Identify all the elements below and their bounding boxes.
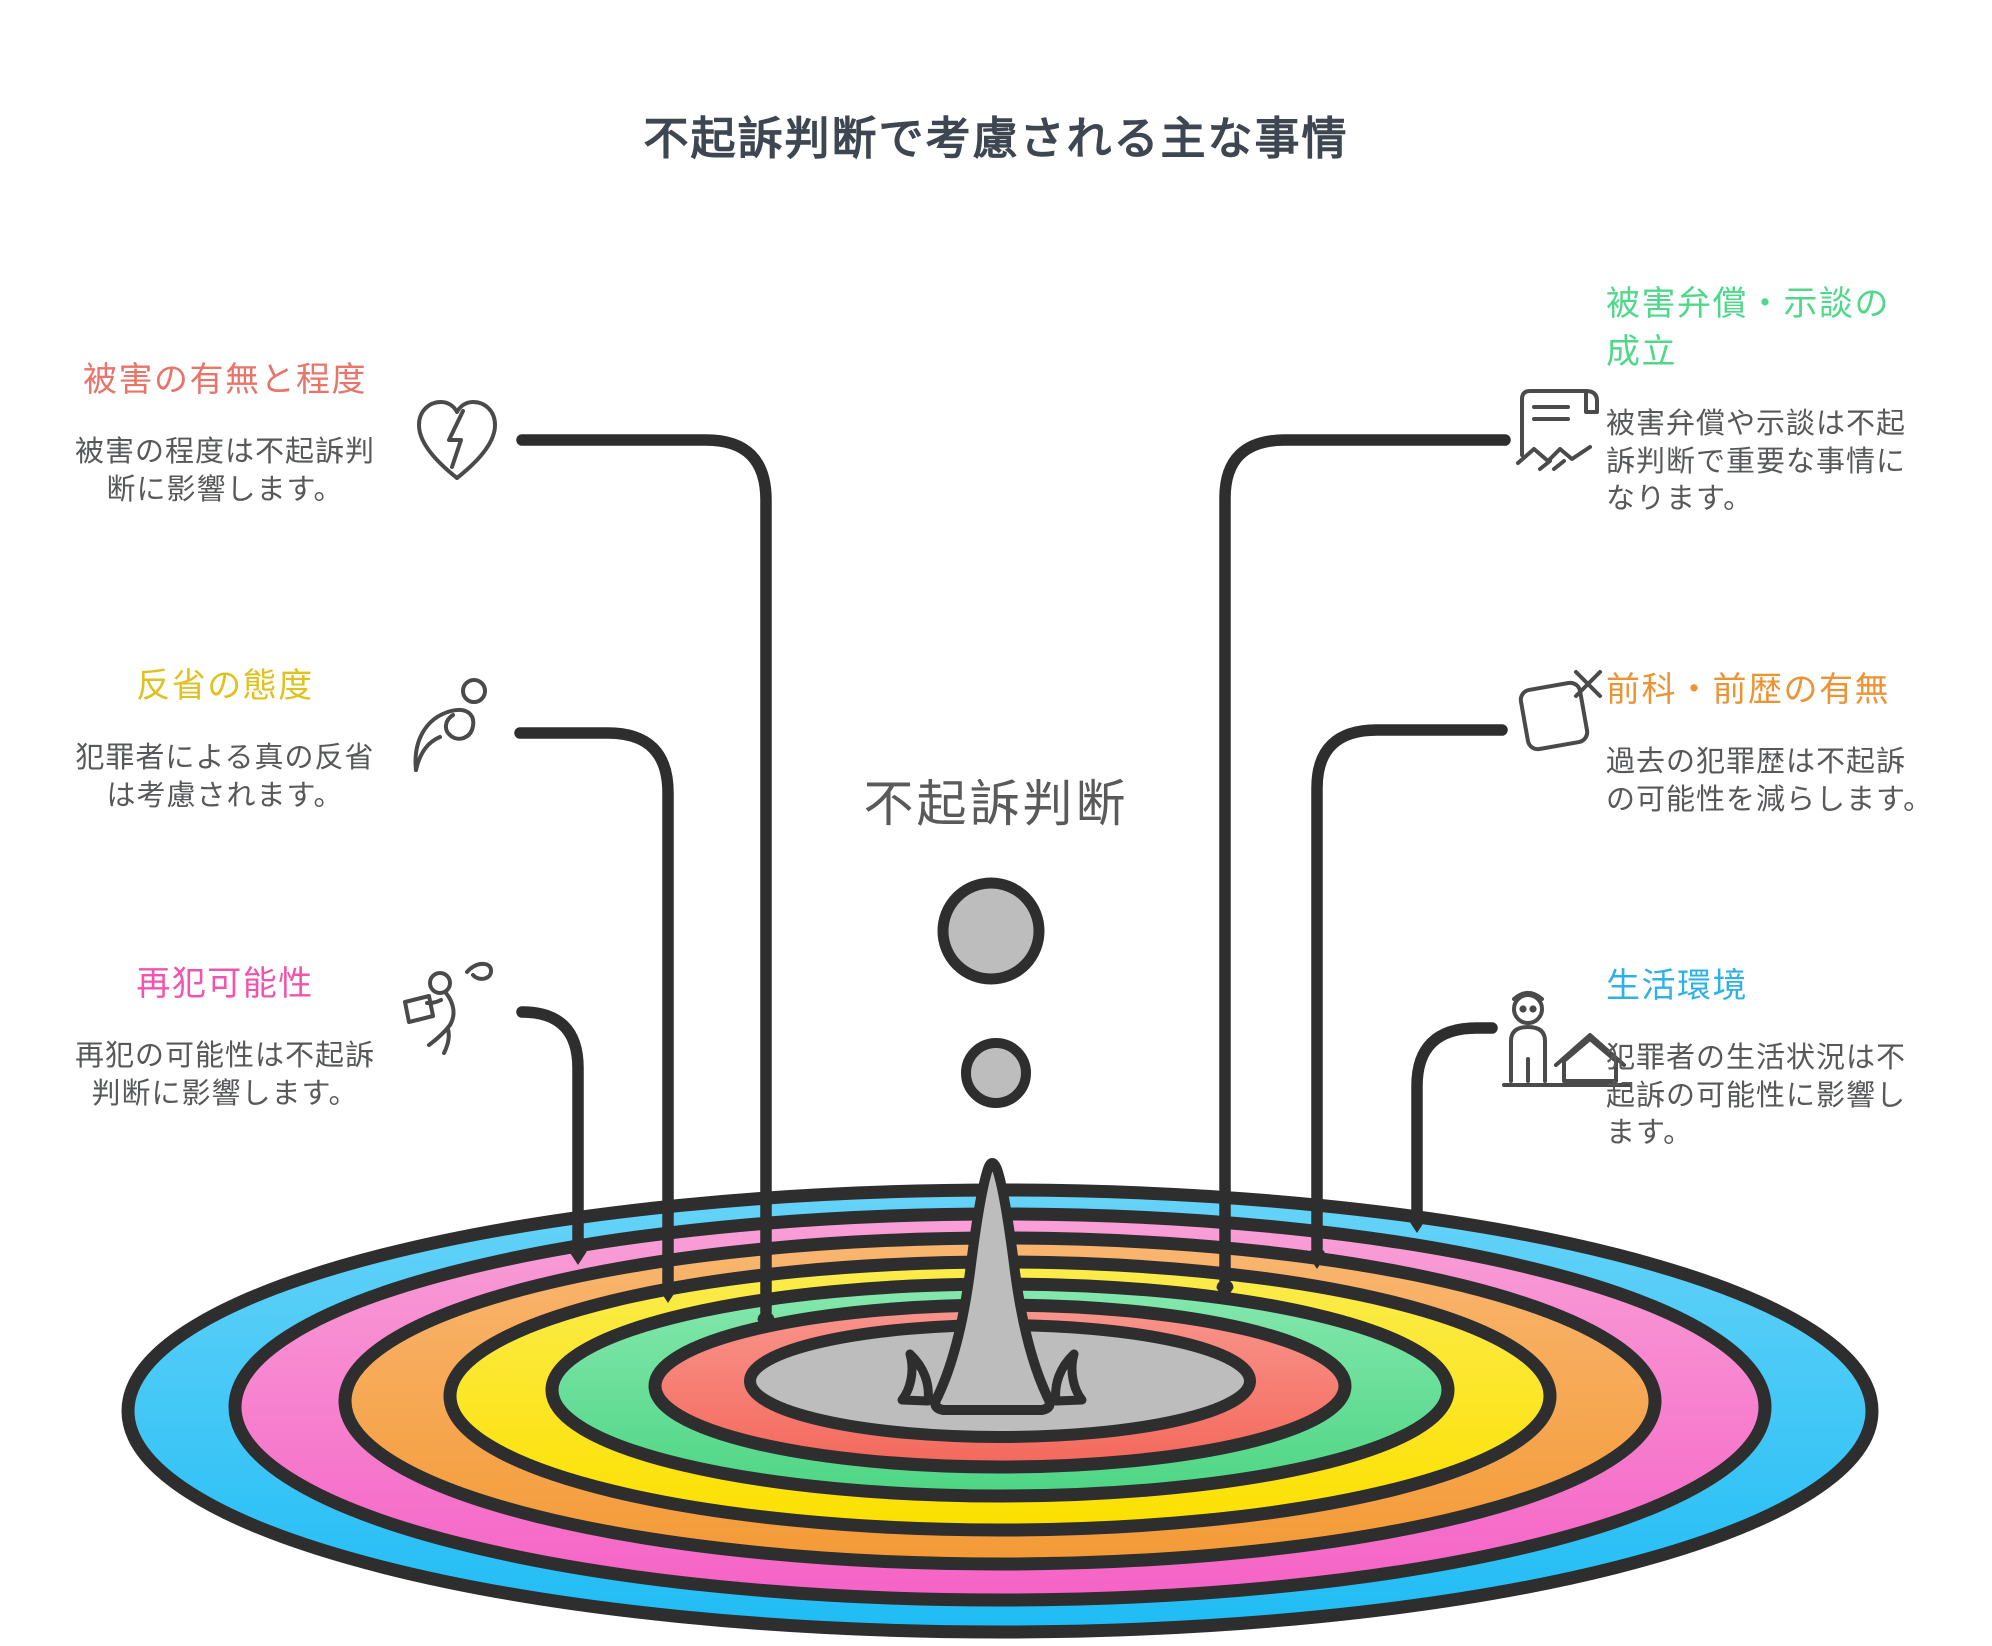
center-label: 不起訴判断 <box>863 776 1129 832</box>
connector-damage-line <box>516 434 772 1318</box>
fleeing-person-icon <box>403 961 493 1055</box>
factor-damage: 被害の有無と程度 被害の程度は不起訴判 断に影響します。 <box>40 356 410 509</box>
factor-recidivism-heading: 再犯可能性 <box>136 965 314 1003</box>
splash-horn-left <box>897 1349 933 1406</box>
factor-settlement: 被害弁償・示談の 成立 被害弁償や示談は不起 訴判断で重要な事情に なります。 <box>1606 280 1956 519</box>
connector-tips <box>569 1211 1426 1333</box>
bowing-person-icon <box>413 678 487 772</box>
page-title: 不起訴判断で考慮される主な事情 <box>643 113 1349 164</box>
factor-damage-heading: 被害の有無と程度 <box>83 361 367 399</box>
connector-remorse-line <box>514 727 674 1288</box>
splash-spike <box>930 1158 1055 1415</box>
factor-settlement-heading: 被害弁償・示談の 成立 <box>1606 285 1890 371</box>
living-environment-icon <box>1502 991 1632 1087</box>
broken-heart-icon <box>417 400 497 480</box>
factor-remorse-body: 犯罪者による真の反省 は考慮されます。 <box>75 742 375 812</box>
factor-damage-body: 被害の程度は不起訴判 断に影響します。 <box>74 436 375 506</box>
splash-horn-right <box>1051 1349 1087 1406</box>
droplet-small <box>961 1038 1031 1108</box>
droplet-large <box>937 877 1045 985</box>
factor-record-heading: 前科・前歴の有無 <box>1606 671 1890 709</box>
factor-record-body: 過去の犯罪歴は不起訴 の可能性を減らします。 <box>1606 746 1934 816</box>
factor-recidivism: 再犯可能性 再犯の可能性は不起訴 判断に影響します。 <box>40 960 410 1113</box>
connector-settlement-line <box>1219 434 1511 1286</box>
factor-settlement-body: 被害弁償や示談は不起 訴判断で重要な事情に なります。 <box>1606 408 1907 515</box>
settlement-document-icon <box>1516 389 1599 471</box>
criminal-record-icon <box>1518 670 1602 752</box>
factor-remorse: 反省の態度 犯罪者による真の反省 は考慮されます。 <box>40 662 410 815</box>
factor-environment-body: 犯罪者の生活状況は不 起訴の可能性に影響し ます。 <box>1606 1042 1907 1149</box>
connector-environment-line <box>1411 1022 1498 1218</box>
factor-remorse-heading: 反省の態度 <box>136 667 314 705</box>
connector-recidivism-line <box>516 1006 584 1250</box>
connector-record-line <box>1311 724 1508 1254</box>
factor-environment: 生活環境 犯罪者の生活状況は不 起訴の可能性に影響し ます。 <box>1606 962 1956 1153</box>
factor-environment-heading: 生活環境 <box>1606 967 1748 1005</box>
factor-recidivism-body: 再犯の可能性は不起訴 判断に影響します。 <box>74 1040 375 1110</box>
factor-record: 前科・前歴の有無 過去の犯罪歴は不起訴 の可能性を減らします。 <box>1606 666 1956 819</box>
